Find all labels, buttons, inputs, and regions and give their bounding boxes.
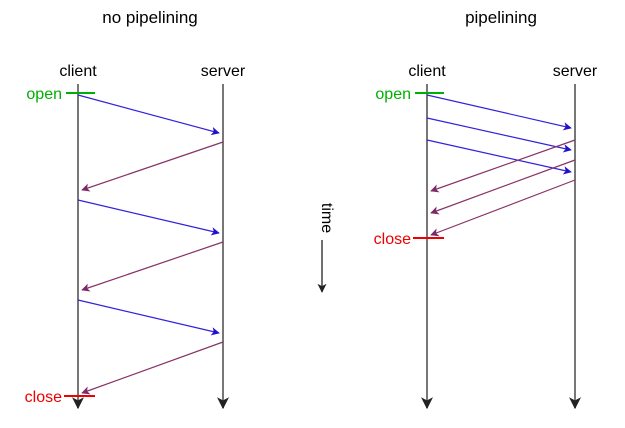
open-label-right: open [375,86,411,103]
response-arrow-right-2 [430,159,576,215]
request-arrow-left-1 [77,94,220,136]
actor-label-server-right: server [553,63,598,80]
actor-label-client-right: client [408,63,446,80]
actor-label-client-left: client [59,63,97,80]
response-arrow-left-2 [81,241,224,292]
panel-no-pipelining: no pipelining client server open close [25,8,246,410]
request-arrow-left-3 [77,299,220,336]
close-label-right: close [374,231,411,248]
request-arrow-right-1 [426,94,572,131]
panel-pipelining: pipelining client server open close [374,8,598,410]
close-label-left: close [25,389,62,406]
request-arrow-right-3 [426,139,572,175]
response-arrow-left-1 [81,141,224,192]
response-arrow-right-1 [430,139,576,193]
response-arrow-left-3 [81,341,224,395]
response-arrow-right-3 [430,179,576,237]
actor-label-server-left: server [201,63,246,80]
request-arrow-right-2 [426,117,572,153]
panel-title-no-pipelining: no pipelining [102,8,197,27]
time-axis-label: time [318,203,335,233]
time-axis: time [317,203,335,293]
open-label-left: open [26,86,62,103]
panel-title-pipelining: pipelining [465,8,537,27]
request-arrow-left-2 [77,199,220,236]
